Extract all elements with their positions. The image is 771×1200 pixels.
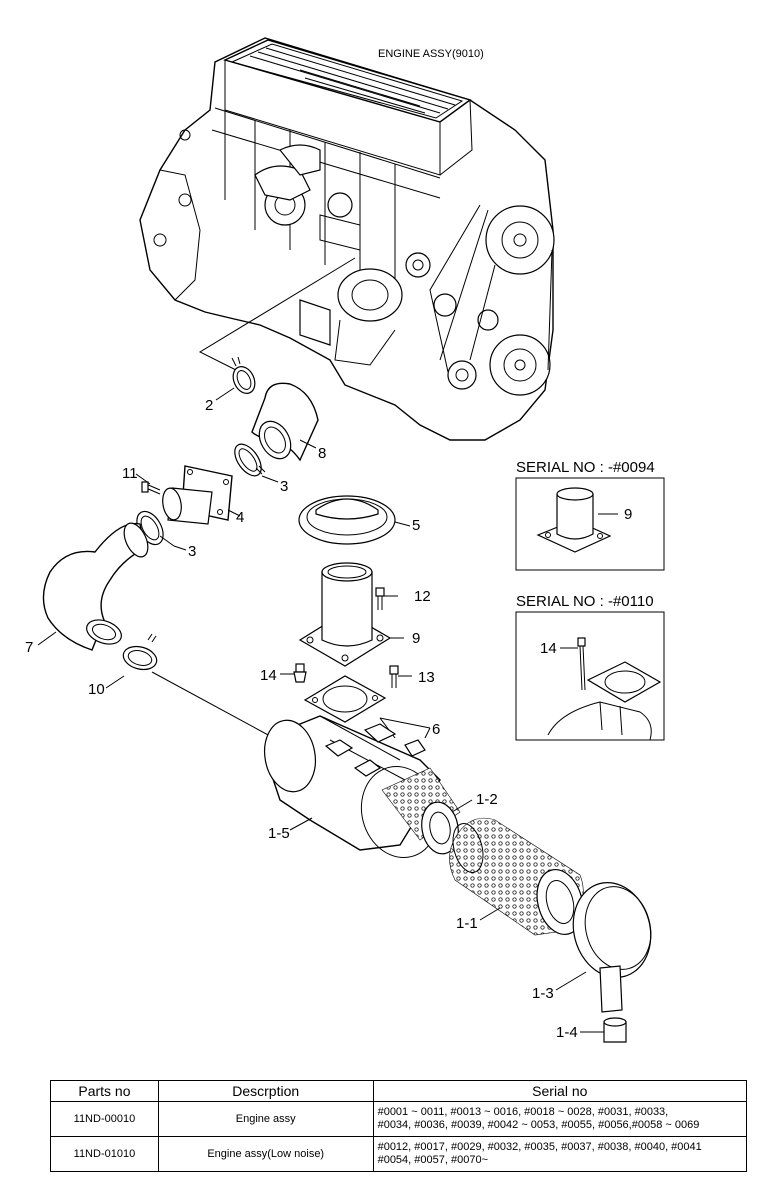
- header-serial-no: Serial no: [372, 1080, 748, 1102]
- engine-illustration: [139, 37, 555, 441]
- valve-cover-fins: [249, 47, 456, 114]
- flange-pipe-4: [162, 465, 241, 525]
- callout-4: 4: [236, 509, 244, 526]
- callout-3: 3: [280, 478, 288, 495]
- callout-11: 11: [122, 465, 138, 482]
- callout-9: 9: [412, 630, 420, 647]
- callout-13: 13: [418, 669, 435, 686]
- serial-line: #0034, #0036, #0039, #0042 ~ 0053, #0055…: [377, 1119, 700, 1131]
- callout-1-5: 1-5: [268, 825, 290, 842]
- table-row: 11ND-01010 Engine assy(Low noise) #0012,…: [50, 1136, 748, 1172]
- fitting-14: [280, 663, 307, 683]
- callout-1-4: 1-4: [556, 1024, 578, 1041]
- cell-parts-no: 11ND-01010: [50, 1136, 159, 1172]
- callout-1-3: 1-3: [532, 985, 554, 1002]
- cell-parts-no: 11ND-00010: [50, 1101, 159, 1137]
- cap-5: [298, 495, 411, 545]
- clamp-3-upper: [234, 443, 279, 483]
- callout-1-2: 1-2: [476, 791, 498, 808]
- serial-box-part-label: 9: [624, 506, 632, 523]
- callout-7: 7: [25, 639, 33, 656]
- callout-1-1: 1-1: [456, 915, 478, 932]
- bolt-11: [135, 473, 161, 495]
- callout-6: 6: [432, 721, 440, 738]
- clamp-10: [105, 633, 271, 737]
- gasket-flange: [303, 675, 387, 723]
- belt-pulleys: [405, 204, 555, 396]
- element-cap-1-2: [421, 799, 473, 855]
- exploded-parts-diagram: ENGINE ASSY(9010): [25, 37, 665, 1043]
- diagram-title: ENGINE ASSY(9010): [378, 48, 484, 60]
- elbow-hose-8: [251, 382, 319, 462]
- air-cleaner-body-1-5: [263, 715, 441, 859]
- serial-line: #0054, #0057, #0070~: [377, 1154, 488, 1166]
- serial-box-0094: SERIAL NO : -#0094 9: [515, 459, 665, 571]
- callout-5: 5: [412, 517, 420, 534]
- elbow-hose-7: [37, 522, 149, 651]
- cell-serial-no: #0012, #0017, #0029, #0032, #0035, #0037…: [372, 1136, 748, 1172]
- cell-description: Engine assy: [157, 1101, 374, 1137]
- callout-8: 8: [318, 445, 326, 462]
- cell-description: Engine assy(Low noise): [157, 1136, 374, 1172]
- pipe-flange-9: [298, 562, 404, 667]
- callout-3-lower: 3: [188, 543, 196, 560]
- parts-table: Parts no Descrption Serial no 11ND-00010…: [50, 1080, 748, 1172]
- cell-serial-no: #0001 ~ 0011, #0013 ~ 0016, #0018 ~ 0028…: [372, 1101, 748, 1137]
- callout-2: 2: [205, 397, 213, 414]
- serial-box-0110: SERIAL NO : -#0110 14: [515, 593, 665, 741]
- callout-10: 10: [88, 681, 105, 698]
- serial-box-title: SERIAL NO : -#0110: [516, 593, 654, 610]
- callout-14: 14: [260, 667, 277, 684]
- serial-box-part-label: 14: [540, 640, 557, 657]
- valve-1-4: [580, 1017, 627, 1043]
- serial-line: #0001 ~ 0011, #0013 ~ 0016, #0018 ~ 0028…: [377, 1106, 669, 1118]
- table-header-row: Parts no Descrption Serial no: [50, 1080, 748, 1102]
- bolt-13: [389, 665, 412, 688]
- clamp-2: [215, 356, 256, 401]
- bolt-12: [375, 587, 398, 610]
- callout-labels: 2 8 3 11 4 3 5 12 9 7 10 14 13 6 1-2 1-5…: [25, 397, 578, 1041]
- callout-12: 12: [414, 588, 431, 605]
- cover-1-3: [555, 882, 652, 1013]
- table-row: 11ND-00010 Engine assy #0001 ~ 0011, #00…: [50, 1101, 748, 1137]
- serial-line: #0012, #0017, #0029, #0032, #0035, #0037…: [377, 1141, 702, 1153]
- header-parts-no: Parts no: [50, 1080, 159, 1102]
- serial-box-title: SERIAL NO : -#0094: [516, 459, 655, 476]
- header-description: Descrption: [157, 1080, 374, 1102]
